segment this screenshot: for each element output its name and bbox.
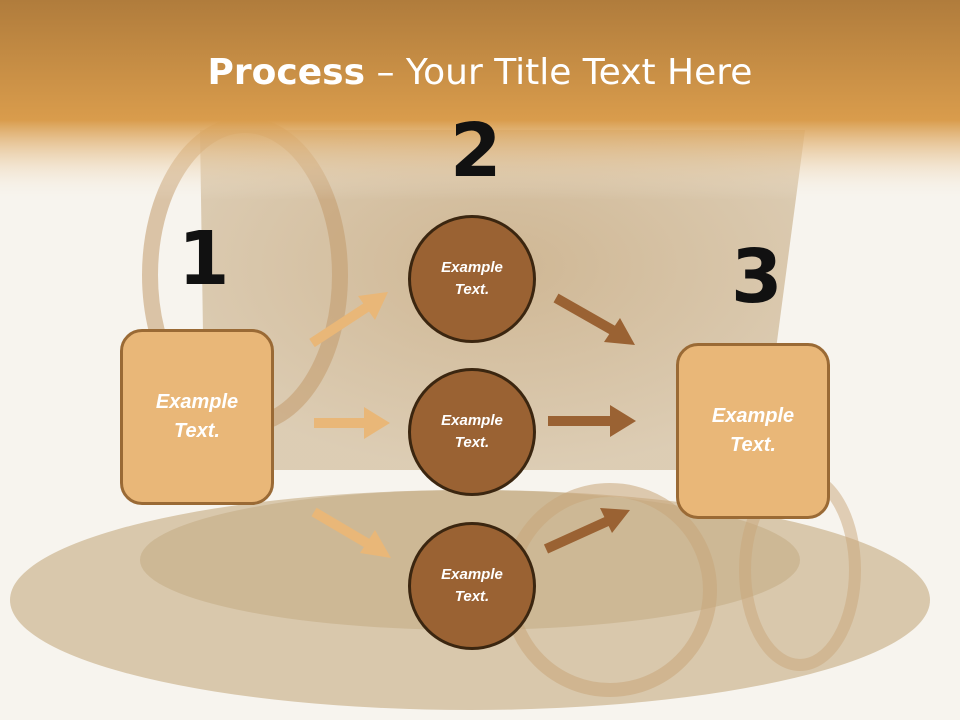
- page-title: Process – Your Title Text Here: [207, 52, 753, 93]
- arrow-1-to-bottom: [311, 507, 391, 558]
- arrow-1-to-middle: [314, 407, 390, 439]
- circle-bottom-line1: Example: [441, 565, 503, 583]
- step-2-circle-top: Example Text.: [408, 215, 536, 343]
- step-number-1: 1: [178, 216, 230, 302]
- step-1-box: Example Text.: [120, 329, 274, 505]
- step-2-circle-bottom: Example Text.: [408, 522, 536, 650]
- step-1-text-line1: Example: [155, 391, 239, 413]
- step-2-circle-middle: Example Text.: [408, 368, 536, 496]
- step-number-2: 2: [450, 108, 502, 194]
- circle-middle-line1: Example: [441, 411, 503, 429]
- arrow-bottom-to-3: [543, 508, 630, 554]
- step-number-3: 3: [731, 234, 783, 320]
- step-3-box: Example Text.: [676, 343, 830, 519]
- circle-bottom-line2: Text.: [454, 588, 490, 605]
- arrow-1-to-top: [309, 292, 388, 348]
- step-3-text-line1: Example: [711, 405, 795, 427]
- arrow-top-to-3: [553, 293, 635, 345]
- circle-top-line2: Text.: [454, 281, 490, 298]
- step-1-text-line2: Text.: [174, 420, 220, 442]
- circle-middle-line2: Text.: [454, 434, 490, 451]
- step-3-text-line2: Text.: [730, 434, 776, 456]
- arrow-middle-to-3: [548, 405, 636, 437]
- circle-top-line1: Example: [441, 258, 503, 276]
